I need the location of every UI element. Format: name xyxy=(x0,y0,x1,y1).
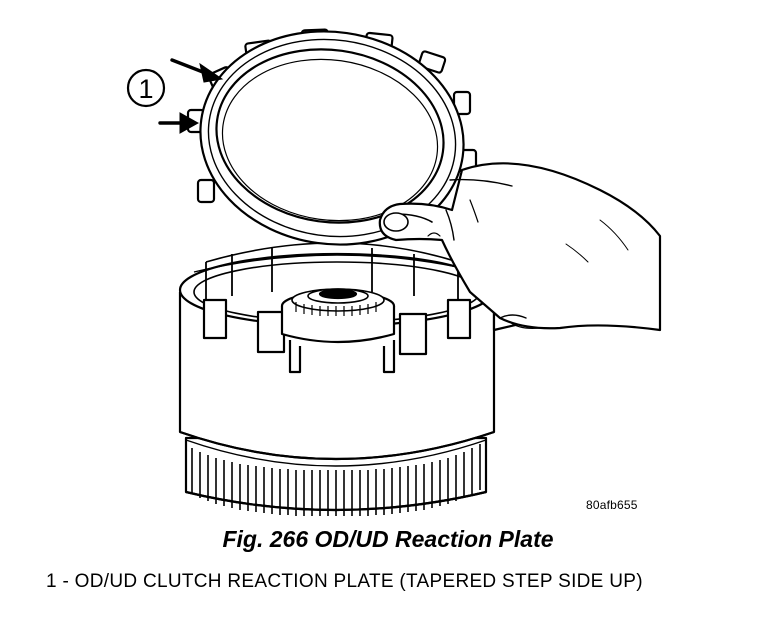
figure-caption: Fig. 266 OD/UD Reaction Plate xyxy=(222,526,554,552)
reaction-plate xyxy=(186,28,478,246)
callout-number: 1 xyxy=(138,74,153,104)
legend-item: 1 - OD/UD CLUTCH REACTION PLATE (TAPERED… xyxy=(46,571,643,592)
clutch-retainer-housing xyxy=(178,242,530,516)
hand xyxy=(378,162,662,332)
figure-legend: 1 - OD/UD CLUTCH REACTION PLATE (TAPERED… xyxy=(46,572,736,592)
figure-illustration: 1 xyxy=(126,28,662,516)
callout-circle xyxy=(126,68,166,108)
pointer-arrow-icon xyxy=(158,58,224,134)
callout-1: 1 xyxy=(126,68,166,108)
illustration-part-code: 80afb655 xyxy=(586,498,638,512)
